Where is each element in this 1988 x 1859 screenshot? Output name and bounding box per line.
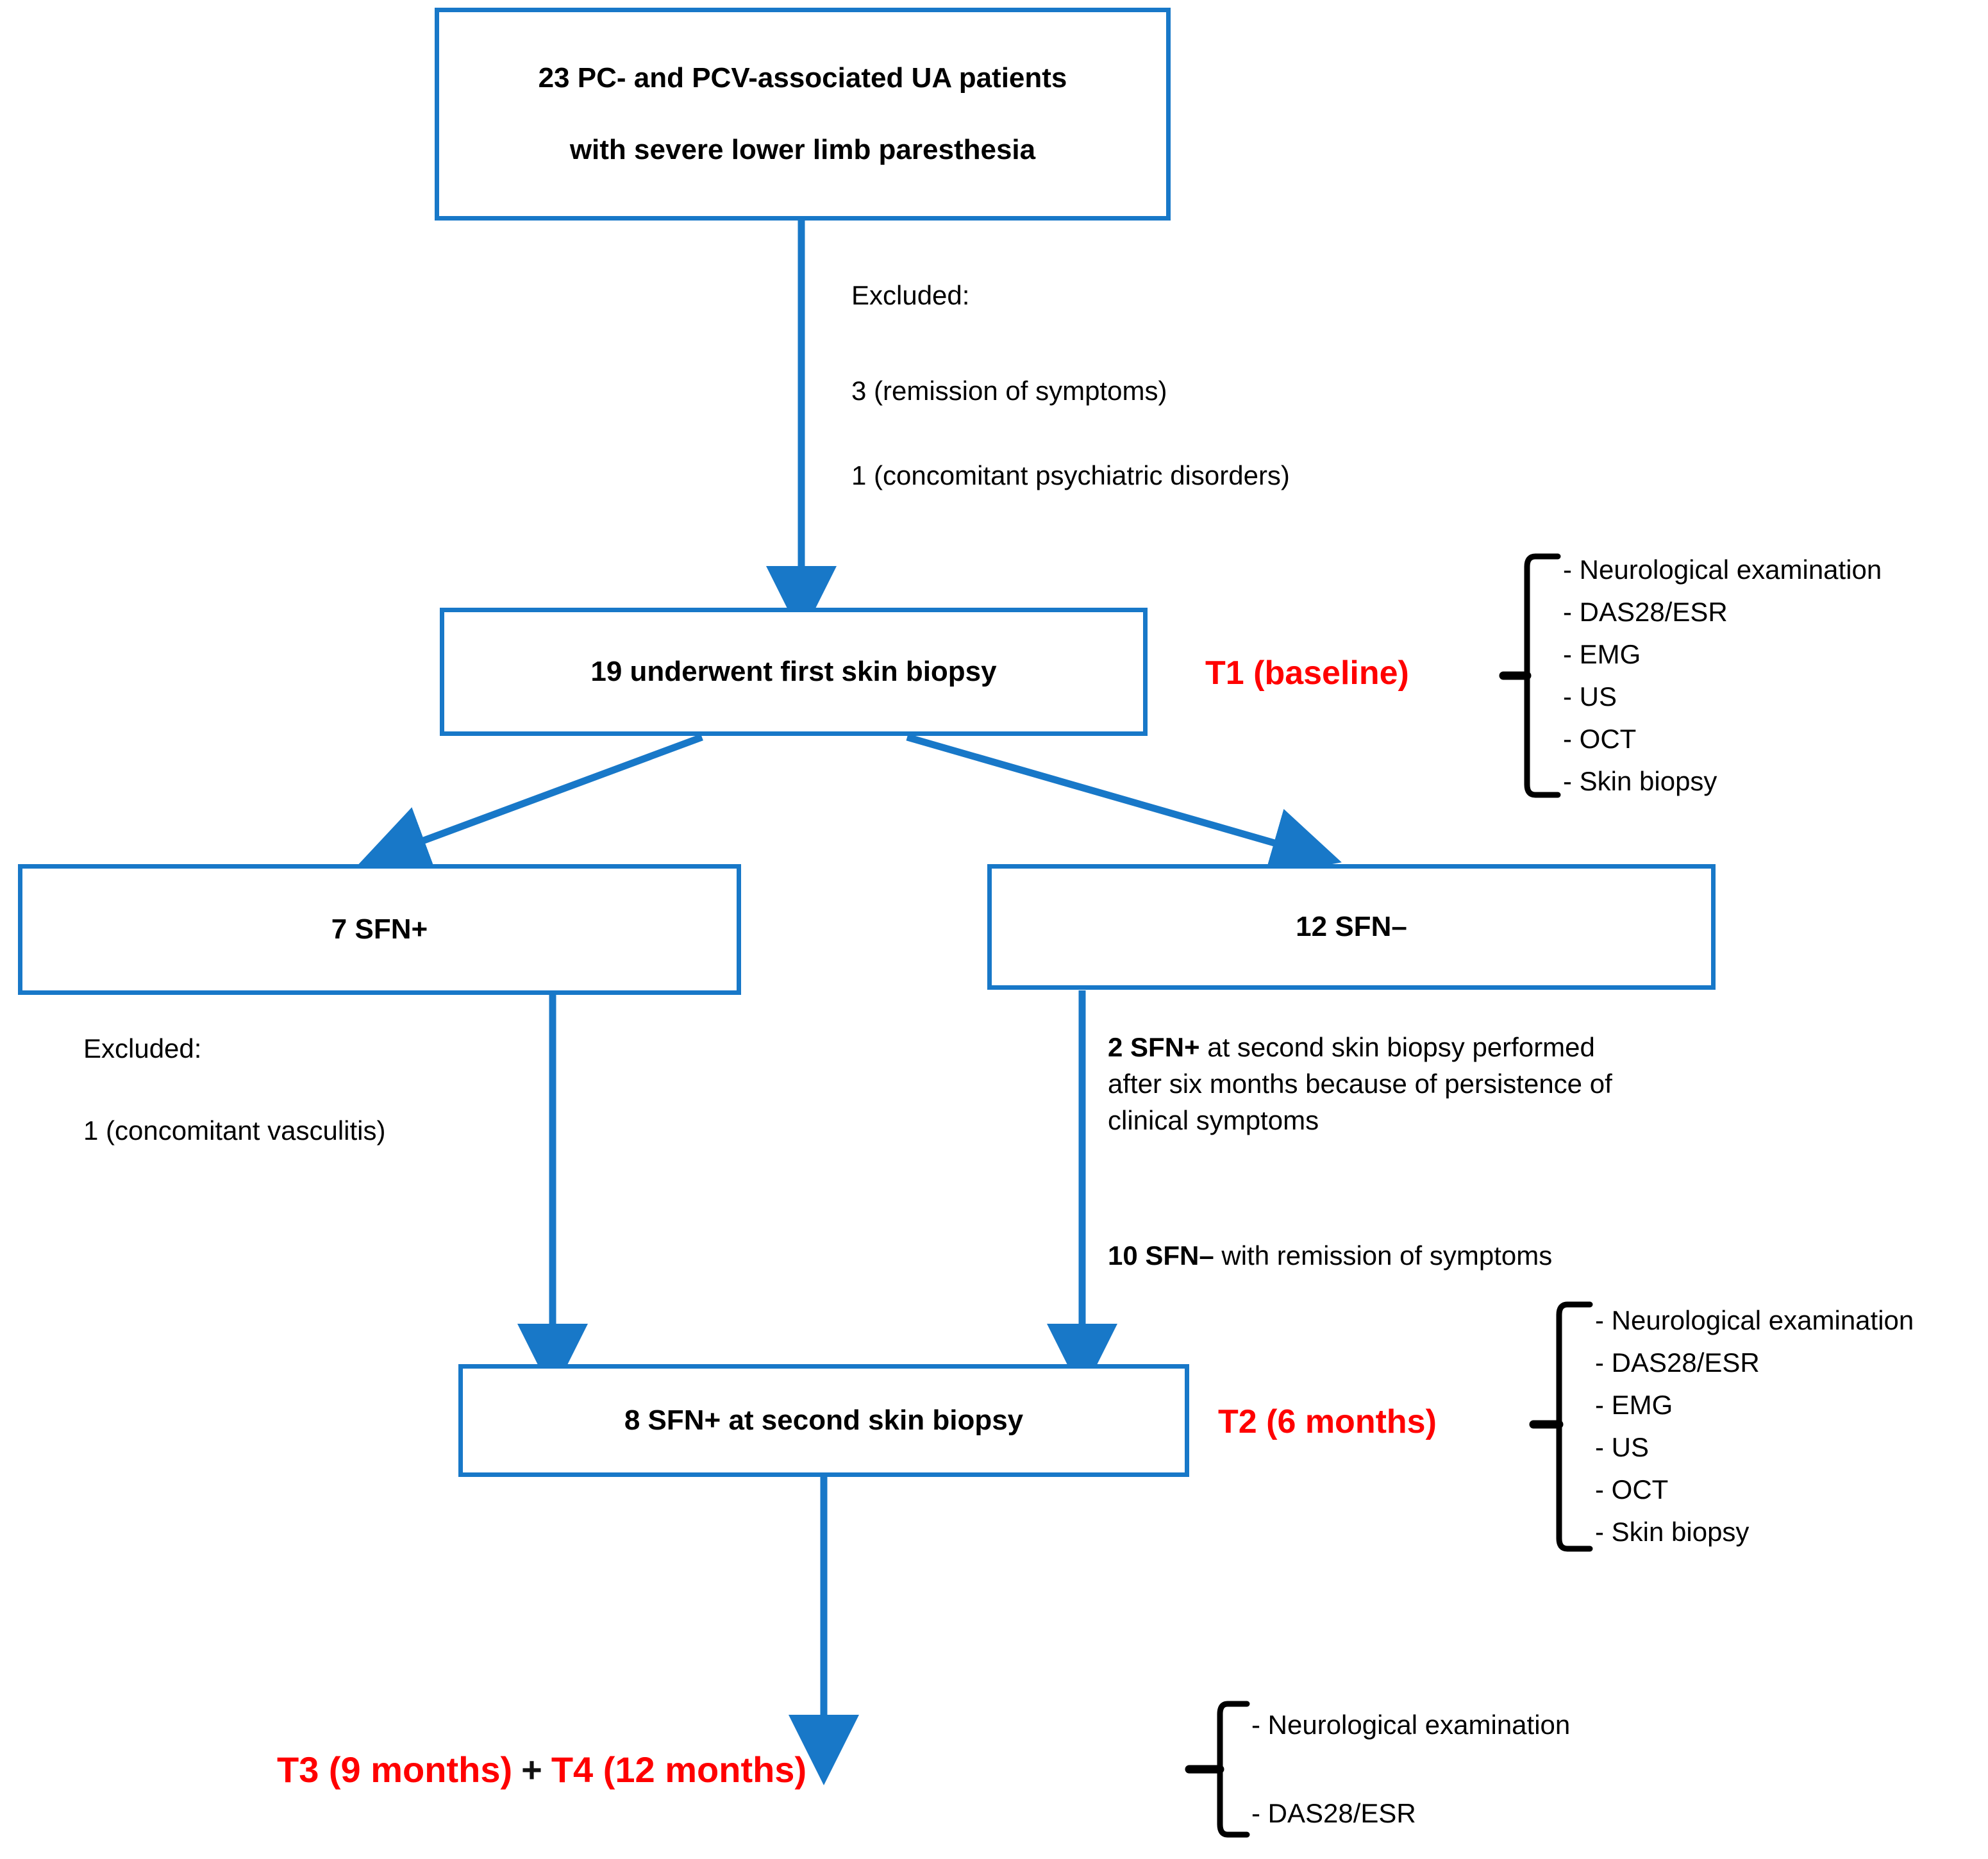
t2-assessment-item: - Skin biopsy xyxy=(1595,1517,1750,1547)
node-first-biopsy: 19 underwent first skin biopsy xyxy=(440,608,1148,736)
t2-assessment-item: - DAS28/ESR xyxy=(1595,1347,1760,1378)
t2-assessment-item: - US xyxy=(1595,1432,1649,1462)
t1-assessment-list: - Neurological examination - DAS28/ESR -… xyxy=(1563,553,1882,799)
connector-first-biopsy-to-sfn-neg xyxy=(906,733,1342,877)
node-top-cohort-line1: 23 PC- and PCV-associated UA patients xyxy=(538,62,1067,94)
node-sfn-positive-label: 7 SFN+ xyxy=(331,913,428,945)
timepoint-plus-sign: + xyxy=(521,1749,542,1790)
node-first-biopsy-label: 19 underwent first skin biopsy xyxy=(590,655,997,687)
timepoint-label-t3: T3 (9 months) xyxy=(277,1749,513,1790)
t1-assessment-item: - Skin biopsy xyxy=(1563,766,1717,796)
node-top-cohort: 23 PC- and PCV-associated UA patients wi… xyxy=(435,8,1171,221)
t1-assessment-item: - OCT xyxy=(1563,724,1637,754)
node-sfn-positive: 7 SFN+ xyxy=(18,864,741,995)
t1-assessment-item: - US xyxy=(1563,681,1617,712)
node-sfn-negative: 12 SFN– xyxy=(987,864,1716,990)
t34-assessment-list: - Neurological examination - DAS28/ESR xyxy=(1251,1700,1570,1838)
timepoint-label-t1: T1 (baseline) xyxy=(1205,654,1409,692)
remission-note-count: 10 SFN– xyxy=(1108,1240,1214,1271)
timepoint-label-t34: T3 (9 months)+T4 (12 months) xyxy=(277,1749,806,1790)
excluded-top-reason-1: 3 (remission of symptoms) xyxy=(851,376,1167,406)
t2-assessment-item: - OCT xyxy=(1595,1474,1669,1505)
t1-bracket xyxy=(1499,553,1561,798)
t1-assessment-item: - DAS28/ESR xyxy=(1563,597,1728,627)
remission-note-text: with remission of symptoms xyxy=(1214,1240,1553,1271)
t1-assessment-item: - Neurological examination xyxy=(1563,554,1882,585)
t2-assessment-item: - Neurological examination xyxy=(1595,1305,1914,1335)
node-top-cohort-line2: with severe lower limb paresthesia xyxy=(569,134,1036,165)
connector-first-biopsy-to-sfn-pos xyxy=(358,733,703,874)
t1-assessment-item: - EMG xyxy=(1563,639,1641,669)
node-second-biopsy-label: 8 SFN+ at second skin biopsy xyxy=(624,1404,1024,1436)
timepoint-label-t2: T2 (6 months) xyxy=(1218,1403,1437,1440)
converted-note-count: 2 SFN+ xyxy=(1108,1032,1200,1062)
t2-bracket xyxy=(1529,1301,1593,1552)
node-second-biopsy: 8 SFN+ at second skin biopsy xyxy=(458,1364,1189,1477)
excluded-top-heading: Excluded: xyxy=(851,280,970,310)
t34-bracket xyxy=(1185,1701,1250,1838)
t34-assessment-item: - Neurological examination xyxy=(1251,1710,1571,1740)
excluded-left-heading: Excluded: xyxy=(83,1033,202,1063)
t34-assessment-item: - DAS28/ESR xyxy=(1251,1798,1416,1828)
converted-note-text: at second skin biopsy performed after si… xyxy=(1108,1032,1612,1136)
timepoint-label-t4: T4 (12 months) xyxy=(551,1749,807,1790)
excluded-left-reason-1: 1 (concomitant vasculitis) xyxy=(83,1115,386,1146)
remission-note: 10 SFN– with remission of symptoms xyxy=(1108,1237,1614,1274)
excluded-top-reason-2: 1 (concomitant psychiatric disorders) xyxy=(851,460,1290,490)
t2-assessment-item: - EMG xyxy=(1595,1390,1673,1420)
t2-assessment-list: - Neurological examination - DAS28/ESR -… xyxy=(1595,1301,1914,1551)
converted-note: 2 SFN+ at second skin biopsy performed a… xyxy=(1108,1029,1614,1138)
node-sfn-negative-label: 12 SFN– xyxy=(1296,910,1407,942)
